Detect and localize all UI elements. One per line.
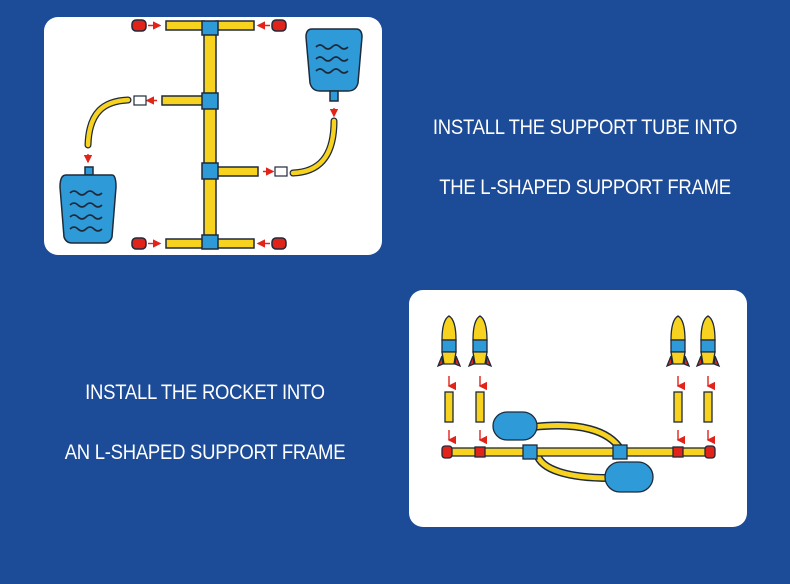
caption-support-tube-line2: THE L-SHAPED SUPPORT FRAME	[439, 175, 731, 199]
launch-tube-4	[703, 391, 713, 423]
lower-water-bladder	[604, 461, 654, 493]
frame-connector-1	[474, 446, 486, 458]
right-hose-fill	[290, 118, 337, 176]
launch-tube-3	[673, 391, 683, 423]
cap-top-right	[271, 19, 287, 32]
caption-rocket-line2: AN L-SHAPED SUPPORT FRAME	[64, 440, 346, 464]
frame-tee-right	[612, 444, 628, 460]
main-vertical-tube	[203, 28, 217, 242]
upper-water-bladder	[492, 411, 538, 441]
right-water-bladder	[305, 28, 363, 102]
launch-tube-2	[475, 391, 485, 423]
right-valve-fitting	[274, 166, 288, 177]
cap-top-left	[131, 19, 147, 32]
upper-tee-connector	[201, 92, 219, 110]
frame-cap-right	[704, 445, 716, 459]
bottom-tee-connector	[201, 234, 219, 250]
cap-bottom-left	[131, 237, 147, 250]
left-water-bladder	[59, 166, 117, 244]
frame-cap-left	[441, 445, 453, 459]
rocket-1	[436, 315, 462, 368]
caption-rocket-line1: INSTALL THE ROCKET INTO	[85, 380, 325, 404]
lower-tee-connector	[201, 162, 219, 180]
horizontal-frame-tube	[448, 447, 708, 457]
support-tube-diagram	[59, 19, 363, 250]
lower-hose-fill	[534, 453, 610, 481]
top-tee-connector	[201, 20, 219, 36]
top-right-tube	[215, 20, 255, 31]
left-hose-fill	[85, 97, 131, 148]
cap-bottom-right	[271, 237, 287, 250]
rocket-2	[467, 315, 493, 368]
frame-tee-left	[522, 444, 538, 460]
caption-support-tube-line1: INSTALL THE SUPPORT TUBE INTO	[432, 115, 738, 139]
mid-left-arm	[161, 95, 205, 106]
bottom-left-tube	[165, 238, 205, 249]
right-hose	[289, 117, 338, 177]
launch-tube-1	[444, 391, 454, 423]
rocket-4	[695, 315, 721, 368]
rocket-diagram	[436, 315, 721, 493]
rocket-3	[665, 315, 691, 368]
left-valve-fitting	[133, 95, 147, 106]
upper-hose-fill	[532, 423, 624, 452]
mid-right-arm	[215, 166, 259, 177]
top-left-tube	[165, 20, 205, 31]
bottom-right-tube	[215, 238, 255, 249]
frame-connector-2	[672, 446, 684, 458]
rocket-diagram-panel	[409, 290, 747, 527]
support-tube-diagram-panel	[44, 17, 382, 255]
